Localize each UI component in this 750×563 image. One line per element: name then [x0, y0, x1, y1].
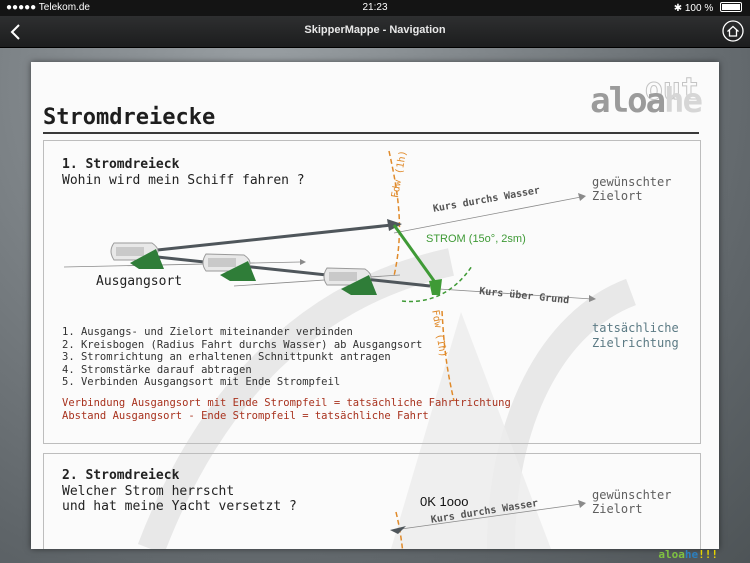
- current-arrowhead: [429, 279, 442, 295]
- course-ground-line: [147, 254, 431, 288]
- section-1-box: 1. Stromdreieck Wohin wird mein Schiff f…: [43, 140, 701, 444]
- content-page: Stromdreiecke out aloahe 1. Stromdreieck…: [31, 62, 719, 549]
- home-icon: [722, 20, 744, 42]
- target-label-line-1: gewünschter: [592, 175, 672, 189]
- ground-arrow: [589, 295, 596, 302]
- start-label: Ausgangsort: [96, 274, 183, 289]
- note-item: Abstand Ausgangsort - Ende Strompfeil = …: [62, 409, 429, 422]
- section-2-title: 2. Stromdreieck: [62, 468, 180, 483]
- section-2-subtitle-1: Welcher Strom herrscht: [62, 484, 235, 499]
- section-1-title: 1. Stromdreieck: [62, 157, 180, 172]
- current-vector: [392, 224, 439, 286]
- time-label: 0K 1ooo: [420, 494, 469, 509]
- step-item: 5. Verbinden Ausgangsort mit Ende Stromp…: [62, 376, 341, 388]
- logo-part-a: aloa: [590, 81, 666, 121]
- section-2-subtitle-2: und hat meine Yacht versetzt ?: [62, 499, 297, 514]
- fdw-arc-2: [441, 310, 455, 402]
- nav-title: SkipperMappe - Navigation: [304, 24, 446, 36]
- section-2-box: 2. Stromdreieck Welcher Strom herrscht u…: [43, 453, 701, 549]
- target-line: [393, 196, 582, 234]
- home-button[interactable]: [722, 20, 744, 42]
- actual-label-line-2: Zielrichtung: [592, 336, 679, 350]
- section-2-diagram: [390, 500, 586, 549]
- thin-line-1: [63, 261, 301, 268]
- note-item: Verbindung Ausgangsort mit Ende Strompfe…: [62, 397, 511, 409]
- target-arrow: [578, 193, 586, 201]
- boat-icon-2: [202, 253, 256, 281]
- step-item: 2. Kreisbogen (Radius Fahrt durchs Wasse…: [62, 338, 423, 351]
- target-arrow-2: [578, 500, 586, 508]
- clock: 21:23: [362, 2, 388, 13]
- boat-icon-1: [110, 242, 164, 269]
- battery-percent: 100 %: [684, 3, 714, 14]
- actual-label-line-1: tatsächliche: [592, 321, 679, 335]
- battery-status: ✱ 100 %: [674, 2, 742, 14]
- thin-line-2: [233, 274, 401, 287]
- battery-icon: [720, 2, 742, 12]
- footer-logo-a: aloa: [658, 548, 685, 561]
- title-divider: [43, 132, 699, 134]
- boat-icon-3: [323, 267, 377, 295]
- chevron-left-icon: [10, 24, 20, 40]
- target-label: gewünschter Zielort: [592, 175, 671, 203]
- footer-logo-c: !!!: [698, 548, 718, 561]
- course-water-arrow-2: [390, 526, 406, 534]
- footer-logo-b: he: [684, 548, 699, 561]
- target-label-line-2: Zielort: [592, 189, 643, 203]
- target-label-2-line-2: Zielort: [592, 502, 643, 516]
- nav-bar: SkipperMappe - Navigation: [0, 16, 750, 48]
- course-water-line: [147, 223, 393, 253]
- thin-arrow-1: [300, 259, 306, 265]
- status-bar: ●●●●● Telekom.de 21:23 ✱ 100 %: [0, 0, 750, 16]
- fdw-arc-3: [395, 511, 404, 549]
- section-1-diagram: [63, 150, 596, 402]
- step-item: 1. Ausgangs- und Zielort miteinander ver…: [62, 326, 353, 338]
- logo-ghost-text: out: [644, 72, 699, 108]
- step-item: 4. Stromstärke darauf abtragen: [62, 363, 252, 376]
- section-1-subtitle: Wohin wird mein Schiff fahren ?: [62, 173, 305, 188]
- step-item: 3. Stromrichtung an erhaltenen Schnittpu…: [62, 351, 391, 363]
- page-title: Stromdreiecke: [43, 105, 216, 130]
- ground-line: [438, 288, 593, 300]
- actual-direction-label: tatsächliche Zielrichtung: [592, 321, 679, 351]
- logo-part-b: he: [664, 81, 703, 121]
- target-line-2: [393, 503, 582, 531]
- bluetooth-icon: ✱: [673, 3, 683, 14]
- back-button[interactable]: [6, 22, 26, 42]
- steps-list: 1. Ausgangs- und Zielort miteinander ver…: [62, 326, 422, 389]
- current-label: STROM (15o°, 2sm): [426, 233, 526, 245]
- brand-logo: aloahe: [590, 81, 703, 121]
- carrier-label: ●●●●● Telekom.de: [6, 2, 90, 13]
- target-label-2: gewünschter Zielort: [592, 488, 671, 516]
- current-arc: [401, 265, 473, 303]
- result-notes: Verbindung Ausgangsort mit Ende Strompfe…: [62, 397, 511, 422]
- footer-logo: aloahe!!!: [658, 548, 718, 561]
- target-label-2-line-1: gewünschter: [592, 488, 672, 502]
